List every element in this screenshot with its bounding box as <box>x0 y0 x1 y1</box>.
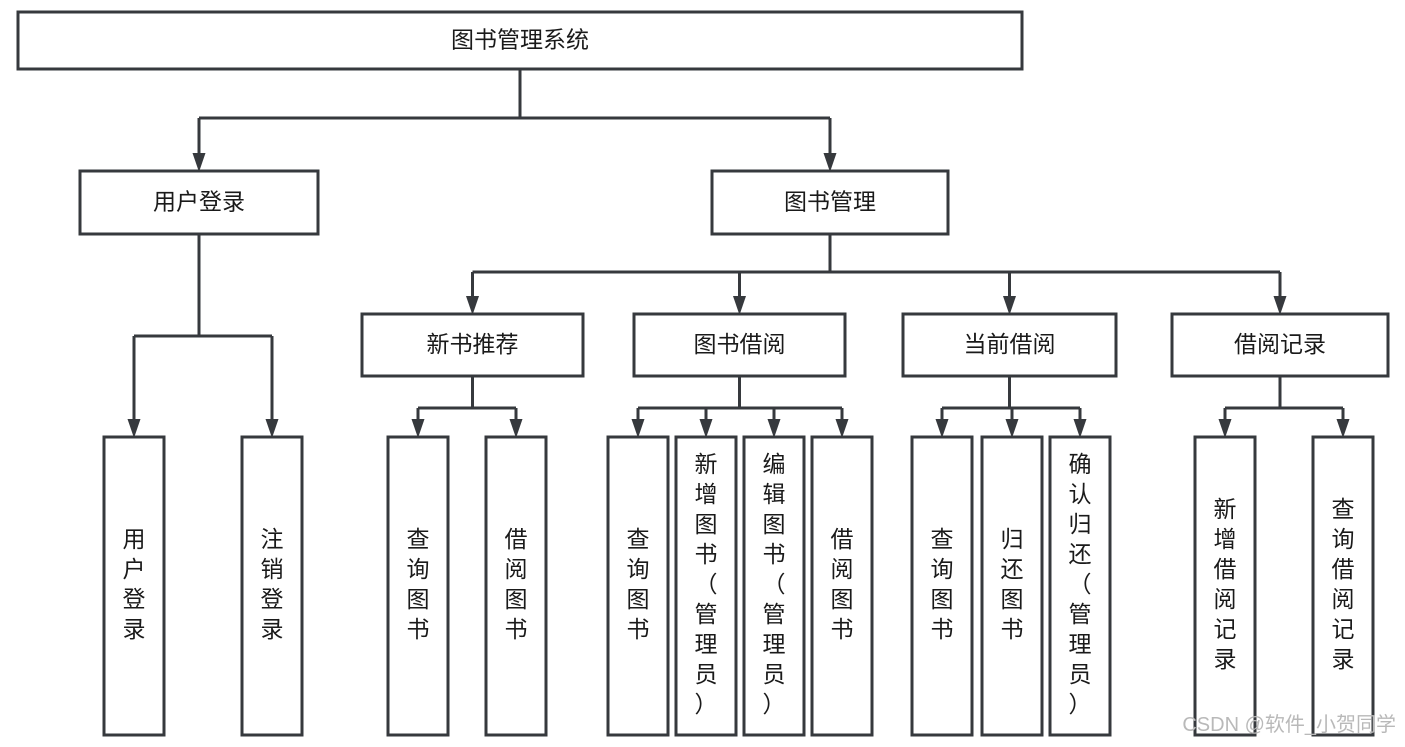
arrow-head-icon <box>835 419 849 438</box>
node-leaf-confirm-return[interactable]: 确认归还（管理员） <box>1048 435 1112 737</box>
arrow-head-icon <box>1073 419 1087 438</box>
node-leaf-logout[interactable]: 注销登录 <box>240 435 304 737</box>
node-label: 新书推荐 <box>427 331 519 357</box>
connector-group-bus-book-borrow <box>631 376 849 438</box>
node-box[interactable] <box>484 435 548 737</box>
node-box[interactable] <box>710 169 950 236</box>
node-box[interactable] <box>980 435 1044 737</box>
node-label: 用户登录 <box>123 526 146 642</box>
node-leaf-query-book-rec[interactable]: 查询图书 <box>386 435 450 737</box>
arrow-head-icon <box>935 419 949 438</box>
arrow-head-icon <box>1005 419 1019 438</box>
arrow-head-icon <box>699 419 713 438</box>
node-box[interactable] <box>360 312 585 378</box>
node-label: 查询图书 <box>931 526 954 642</box>
node-new-book-rec[interactable]: 新书推荐 <box>360 312 585 378</box>
node-leaf-edit-book[interactable]: 编辑图书（管理员） <box>742 435 806 737</box>
node-leaf-query-book-borrow[interactable]: 查询图书 <box>606 435 670 737</box>
node-current-borrow[interactable]: 当前借阅 <box>901 312 1118 378</box>
connector-group-bus-book-manage <box>466 234 1287 315</box>
node-label: 新增图书（管理员） <box>695 451 718 717</box>
node-box[interactable] <box>742 435 806 737</box>
connector-group-bus-borrow-record <box>1218 376 1350 438</box>
node-label: 图书管理系统 <box>451 27 589 53</box>
node-box[interactable] <box>901 312 1118 378</box>
connector-group-bus-new-book-rec <box>411 376 523 438</box>
node-label: 当前借阅 <box>964 331 1056 357</box>
connector-group-bus-root <box>192 69 837 172</box>
node-leaf-query-record[interactable]: 查询借阅记录 <box>1311 435 1375 737</box>
node-leaf-user-login[interactable]: 用户登录 <box>102 435 166 737</box>
node-label: 借阅图书 <box>505 526 528 642</box>
node-borrow-record[interactable]: 借阅记录 <box>1170 312 1390 378</box>
node-box[interactable] <box>102 435 166 737</box>
arrow-head-icon <box>767 419 781 438</box>
arrow-head-icon <box>192 153 206 172</box>
arrow-head-icon <box>127 419 141 438</box>
node-label: 借阅图书 <box>831 526 854 642</box>
node-label: 查询图书 <box>407 526 430 642</box>
node-root[interactable]: 图书管理系统 <box>16 10 1024 71</box>
node-label: 编辑图书（管理员） <box>763 451 786 717</box>
node-book-manage[interactable]: 图书管理 <box>710 169 950 236</box>
node-box[interactable] <box>674 435 738 737</box>
csdn-watermark: CSDN @软件_小贺同学 <box>1182 713 1396 736</box>
node-box[interactable] <box>810 435 874 737</box>
connector-group-bus-user-login <box>127 234 279 438</box>
node-layer: 图书管理系统用户登录图书管理新书推荐图书借阅当前借阅借阅记录用户登录注销登录查询… <box>16 10 1390 737</box>
node-label: 图书借阅 <box>694 331 786 357</box>
node-box[interactable] <box>78 169 320 236</box>
node-box[interactable] <box>16 10 1024 71</box>
node-label: 用户登录 <box>153 189 245 215</box>
arrow-head-icon <box>733 296 746 315</box>
node-leaf-add-record[interactable]: 新增借阅记录 <box>1193 435 1257 737</box>
node-leaf-query-book-current[interactable]: 查询图书 <box>910 435 974 737</box>
node-box[interactable] <box>606 435 670 737</box>
arrow-head-icon <box>265 419 279 438</box>
node-label: 图书管理 <box>784 189 876 215</box>
node-box[interactable] <box>240 435 304 737</box>
node-label: 确认归还（管理员） <box>1069 451 1092 717</box>
connector-layer <box>127 69 1350 438</box>
node-box[interactable] <box>386 435 450 737</box>
node-label: 新增借阅记录 <box>1214 496 1237 672</box>
node-label: 注销登录 <box>261 526 284 642</box>
arrow-head-icon <box>411 419 425 438</box>
node-label: 归还图书 <box>1001 526 1024 642</box>
node-box[interactable] <box>1048 435 1112 737</box>
node-leaf-borrow-book[interactable]: 借阅图书 <box>810 435 874 737</box>
node-box[interactable] <box>910 435 974 737</box>
node-box[interactable] <box>1170 312 1390 378</box>
arrow-head-icon <box>509 419 523 438</box>
arrow-head-icon <box>823 153 837 172</box>
node-box[interactable] <box>1311 435 1375 737</box>
node-leaf-return-book[interactable]: 归还图书 <box>980 435 1044 737</box>
node-label: 查询图书 <box>627 526 650 642</box>
arrow-head-icon <box>466 296 479 315</box>
node-box[interactable] <box>632 312 847 378</box>
arrow-head-icon <box>631 419 645 438</box>
arrow-head-icon <box>1218 419 1232 438</box>
arrow-head-icon <box>1003 296 1016 315</box>
node-user-login[interactable]: 用户登录 <box>78 169 320 236</box>
node-leaf-add-book[interactable]: 新增图书（管理员） <box>674 435 738 737</box>
node-label: 查询借阅记录 <box>1332 496 1355 672</box>
node-box[interactable] <box>1193 435 1257 737</box>
node-label: 借阅记录 <box>1234 331 1326 357</box>
node-book-borrow[interactable]: 图书借阅 <box>632 312 847 378</box>
connector-group-bus-current-borrow <box>935 376 1087 438</box>
arrow-head-icon <box>1273 296 1287 315</box>
node-leaf-borrow-book-rec[interactable]: 借阅图书 <box>484 435 548 737</box>
arrow-head-icon <box>1336 419 1350 438</box>
